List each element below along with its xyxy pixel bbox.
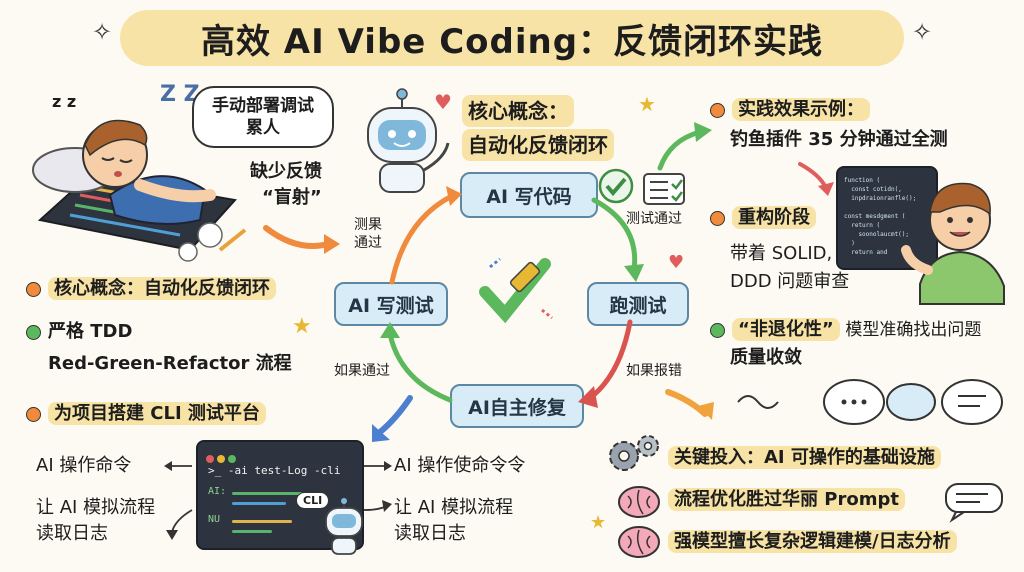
green-bullet-icon xyxy=(26,324,41,340)
non-regression-label: “非退化性” xyxy=(732,318,840,341)
node-ai-write-code: AI 写代码 xyxy=(460,172,598,218)
gears-icon xyxy=(609,435,659,471)
terminal-log-line xyxy=(232,520,292,523)
orange-bullet-icon xyxy=(26,281,41,297)
code-line: function ( xyxy=(844,177,881,184)
node-ai-write-tests: AI 写测试 xyxy=(334,282,448,326)
cli-badge: CLI xyxy=(296,492,330,509)
code-line: return and xyxy=(844,249,888,256)
code-line: const cotidn(, xyxy=(844,186,902,193)
cli-left-label-2: 让 AI 模拟流程 xyxy=(36,497,156,518)
terminal-prefix-ai: AI: xyxy=(208,486,227,497)
complaint-speech-bubble: 手动部署调试 累人 xyxy=(192,86,334,148)
terminal-command: >_ -ai test-Log -cli xyxy=(208,464,341,477)
edge-label-test-passed-1: 测果 xyxy=(354,217,382,233)
bottom-item-label: 流程优化胜过华丽 Prompt xyxy=(668,488,905,511)
bottom-item-label: 强模型擅长复杂逻辑建模/日志分析 xyxy=(668,530,957,553)
orange-bullet-icon xyxy=(710,102,725,118)
example-title-text: 实践效果示例： xyxy=(732,98,870,121)
edge-label-if-error: 如果报错 xyxy=(626,363,682,379)
code-loop-center-icon xyxy=(479,257,553,324)
code-line: soonolaucmt(); xyxy=(844,231,910,238)
checklist-icon xyxy=(643,173,685,205)
concept-title-line-2: 自动化反馈闭环 xyxy=(462,129,614,161)
sleep-zz-icon: z z xyxy=(52,92,77,111)
bottom-item-process: 流程优化胜过华丽 Prompt xyxy=(668,488,905,512)
node-ai-self-fix: AI自主修复 xyxy=(450,384,584,428)
robot-illustration xyxy=(367,88,450,193)
example-text: 钓鱼插件 35 分钟通过全测 xyxy=(730,129,948,150)
bubble-line-1: 手动部署调试 xyxy=(212,96,314,116)
title-sparkle-left: ✧ xyxy=(92,18,113,46)
concept-title-line-1: 核心概念： xyxy=(462,95,574,127)
code-line: ) xyxy=(844,240,855,247)
cli-right-label-3: 读取日志 xyxy=(394,523,466,544)
non-regression-line: “非退化性” 模型准确找出问题 xyxy=(710,318,981,342)
refactor-line-1: 带着 SOLID, xyxy=(730,243,833,264)
brain-icon xyxy=(618,526,660,558)
node-run-tests: 跑测试 xyxy=(587,282,689,326)
left-point-label: 为项目搭建 CLI 测试平台 xyxy=(48,402,266,425)
left-point-core-concept: 核心概念：自动化反馈闭环 xyxy=(26,277,276,301)
blind-shot-label: “盲射” xyxy=(262,187,322,208)
code-line: const mesdgment ( xyxy=(844,213,906,220)
example-title: 实践效果示例： xyxy=(710,98,870,122)
edge-label-tests-passed-top: 测试通过 xyxy=(626,211,682,227)
non-regression-text: 模型准确找出问题 xyxy=(845,320,982,340)
code-line: return ( xyxy=(844,222,881,229)
flow-arrow-to-loop xyxy=(263,225,340,254)
green-bullet-icon xyxy=(710,322,725,338)
left-point-cli-platform: 为项目搭建 CLI 测试平台 xyxy=(26,402,266,426)
bubble-line-2: 累人 xyxy=(246,118,280,138)
left-point-label: 核心概念：自动化反馈闭环 xyxy=(48,277,276,300)
cli-left-label-1: AI 操作命令 xyxy=(36,455,132,476)
star-doodle-icon: ★ xyxy=(590,512,607,533)
refactor-title-text: 重构阶段 xyxy=(732,206,816,229)
code-lines: function ( const cotidn(, inpdraionranfl… xyxy=(844,176,916,257)
star-doodle-icon: ★ xyxy=(292,314,312,339)
orange-bullet-icon xyxy=(710,210,725,226)
cli-left-label-3: 读取日志 xyxy=(36,523,108,544)
tired-developer-illustration xyxy=(32,119,247,262)
edge-label-test-passed-2: 通过 xyxy=(354,235,382,251)
terminal-log-line xyxy=(232,502,286,505)
non-regression-line2: 质量收敛 xyxy=(730,347,802,368)
lack-feedback-label: 缺少反馈 xyxy=(250,161,322,182)
cli-right-label-2: 让 AI 模拟流程 xyxy=(394,497,514,518)
left-point-label: 严格 TDD xyxy=(48,321,133,342)
left-point-tdd: 严格 TDD xyxy=(26,320,132,344)
terminal-dots xyxy=(206,448,236,467)
terminal-prefix-nu: NU xyxy=(208,514,221,525)
bottom-item-infrastructure: 关键投入：AI 可操作的基础设施 xyxy=(668,446,941,470)
bottom-item-strong-model: 强模型擅长复杂逻辑建模/日志分析 xyxy=(668,530,957,554)
mini-robot-icon xyxy=(325,498,363,555)
left-point-tdd-line2: Red-Green-Refactor 流程 xyxy=(48,353,292,374)
heart-doodle-icon: ♥ xyxy=(668,252,685,273)
terminal-log-line xyxy=(232,492,302,495)
concept-title: 核心概念： 自动化反馈闭环 xyxy=(462,95,614,161)
speech-bubble-icon xyxy=(945,483,1003,523)
edge-label-if-passed: 如果通过 xyxy=(334,363,390,379)
refactor-title: 重构阶段 xyxy=(710,206,816,230)
brain-icon xyxy=(618,486,660,518)
page-title: 高效 AI Vibe Coding：反馈闭环实践 xyxy=(120,10,904,66)
bottom-item-label: 关键投入：AI 可操作的基础设施 xyxy=(668,446,941,469)
cli-right-label-1: AI 操作使命令令 xyxy=(394,455,526,476)
star-doodle-icon: ★ xyxy=(638,92,656,116)
heart-doodle-icon: ♥ xyxy=(434,90,452,114)
refactor-line-2: DDD 问题审查 xyxy=(730,271,850,292)
chat-bubbles-icon xyxy=(737,379,1003,425)
developer-pointing-illustration xyxy=(901,182,1005,305)
code-line: inpdraionranfle(); xyxy=(844,195,917,202)
checkmark-icon xyxy=(598,168,634,204)
title-sparkle-right: ✧ xyxy=(912,18,933,46)
orange-bullet-icon xyxy=(26,406,41,422)
terminal-log-line xyxy=(232,530,272,533)
